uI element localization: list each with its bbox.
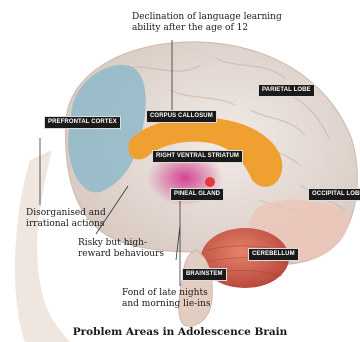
cerebellum-label: CEREBELLUM (248, 248, 299, 261)
disorganised-actions-note: Disorganised and irrational actions (26, 208, 106, 229)
occipital-lobe-label: OCCIPITAL LOBE (308, 188, 360, 201)
pineal-gland-label: PINEAL GLAND (170, 188, 224, 201)
corpus-callosum-label: CORPUS CALLOSUM (146, 110, 217, 123)
right-ventral-striatum-label: RIGHT VENTRAL STRIATUM (152, 150, 243, 163)
brainstem-label: BRAINSTEM (182, 268, 227, 281)
language-learning-note: Declination of language learning ability… (132, 12, 282, 33)
head-silhouette (15, 150, 70, 342)
late-nights-note: Fond of late nights and morning lie-ins (122, 288, 211, 309)
prefrontal-cortex-label: PREFRONTAL CORTEX (44, 116, 121, 129)
risky-behaviours-note: Risky but high- reward behaviours (78, 238, 164, 259)
pineal-gland-dot (205, 177, 215, 187)
parietal-lobe-label: PARIETAL LOBE (258, 84, 315, 97)
diagram-caption: Problem Areas in Adolescence Brain (0, 326, 360, 338)
